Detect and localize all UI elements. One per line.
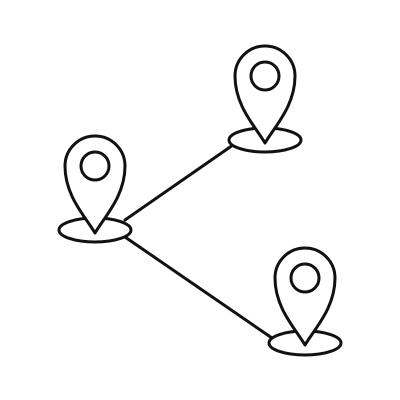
location-pin-icon: [227, 44, 303, 154]
route-line-left-to-top-right: [123, 143, 235, 222]
pin-marker: [63, 134, 127, 235]
pin-hole: [79, 150, 111, 182]
route-line-left-to-bottom-right: [123, 235, 274, 340]
pin-hole: [289, 262, 321, 294]
pin-hole: [249, 60, 281, 92]
pin-marker: [273, 246, 337, 347]
location-pin-icon: [267, 246, 343, 357]
location-pin-icon: [57, 134, 133, 244]
pin-marker: [233, 44, 297, 145]
route-lines: [123, 143, 274, 340]
